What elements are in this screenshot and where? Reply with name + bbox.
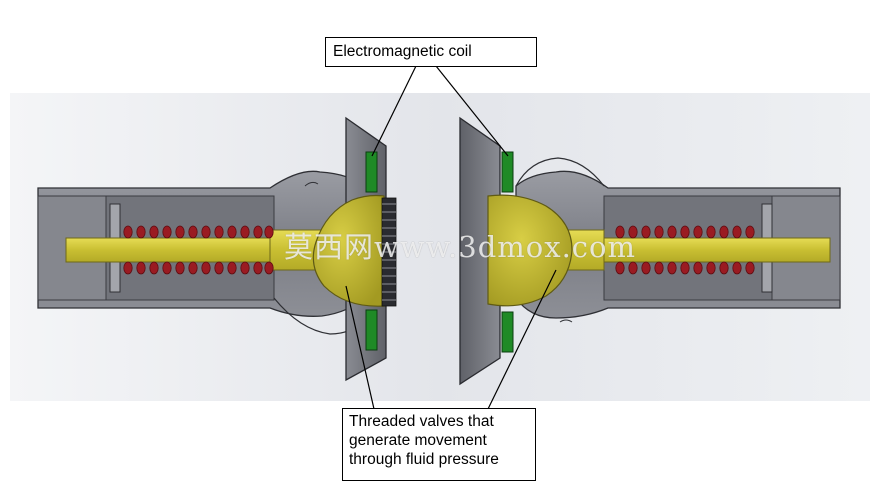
- right-shaft: [589, 237, 831, 263]
- leader-valve-right: [487, 269, 557, 410]
- left-coil-bottom: [365, 309, 378, 351]
- left-threaded-valve: [312, 194, 385, 307]
- left-spring: [123, 225, 274, 275]
- threaded-valves-label: Threaded valves that generate movement t…: [342, 408, 536, 481]
- right-coil-top: [501, 151, 514, 193]
- leader-valve-left: [345, 285, 375, 410]
- coil-label-text: Electromagnetic coil: [333, 43, 472, 60]
- right-spring: [615, 225, 755, 275]
- left-valve-assembly: [37, 116, 397, 382]
- valves-label-line-2: generate movement: [349, 432, 487, 449]
- right-threaded-valve: [487, 194, 573, 307]
- right-coil-bottom: [501, 311, 514, 353]
- left-coil-top: [365, 151, 378, 193]
- valves-label-line-1: Threaded valves that: [349, 413, 494, 430]
- left-shaft: [65, 237, 295, 263]
- right-flange-plate: [459, 116, 501, 386]
- electromagnetic-coil-label: Electromagnetic coil: [325, 37, 537, 67]
- leader-coil-right: [435, 65, 509, 157]
- right-valve-assembly: [459, 116, 841, 386]
- leader-lines: [345, 65, 557, 410]
- leader-coil-left: [371, 65, 417, 157]
- valves-label-line-3: through fluid pressure: [349, 451, 499, 468]
